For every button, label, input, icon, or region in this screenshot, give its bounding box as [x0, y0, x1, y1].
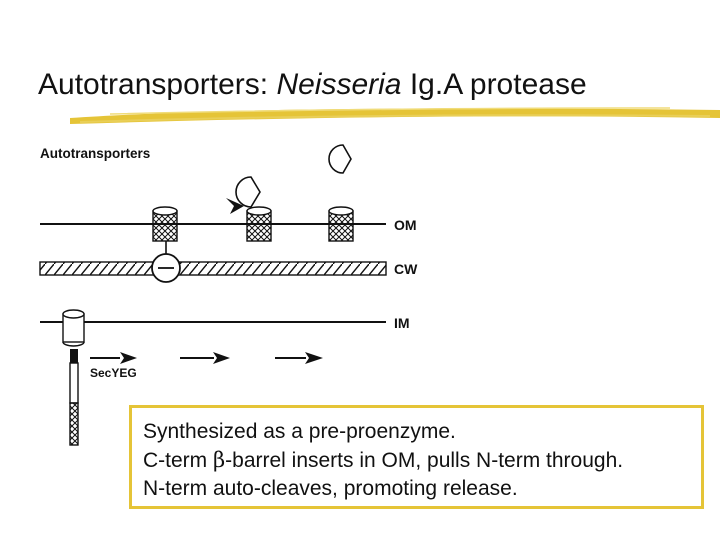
passenger-domain-attached	[235, 176, 261, 208]
cw-label: CW	[394, 261, 418, 277]
title-suffix: Ig.A protease	[401, 68, 587, 101]
title-prefix: Autotransporters:	[38, 68, 277, 101]
callout-line-1: Synthesized as a pre-proenzyme.	[143, 420, 456, 443]
beta-symbol: β	[213, 448, 226, 472]
page-title: Autotransporters: Neisseria Ig.A proteas…	[38, 68, 587, 102]
process-arrow-1	[90, 352, 137, 364]
passenger-domain-released	[328, 144, 352, 174]
title-underline-brush	[70, 107, 720, 124]
beta-barrel-2	[246, 206, 272, 242]
secyeg-label: SecYEG	[90, 366, 137, 380]
periplasmic-intermediate	[151, 241, 181, 283]
beta-barrel-3	[328, 206, 354, 242]
callout-line-2-start: C-term	[143, 449, 213, 472]
process-arrow-3	[275, 352, 323, 364]
callout-line-2: C-term β-barrel inserts in OM, pulls N-t…	[143, 446, 701, 475]
callout-line-2-end: -barrel inserts in OM, pulls N-term thro…	[225, 449, 624, 472]
diagram-heading: Autotransporters	[40, 146, 150, 161]
autotransporter-diagram: Autotransporters OM CW IM	[39, 144, 418, 446]
cell-wall-band	[39, 261, 387, 276]
summary-callout: Synthesized as a pre-proenzyme. C-term β…	[129, 405, 704, 509]
callout-line-3: N-term auto-cleaves, promoting release.	[143, 477, 518, 500]
im-label: IM	[394, 315, 410, 331]
process-arrow-2	[180, 352, 230, 364]
secyeg-channel	[62, 309, 85, 347]
om-label: OM	[394, 217, 417, 233]
beta-barrel-1	[152, 206, 178, 242]
pre-proenzyme-bar	[69, 349, 79, 446]
title-organism: Neisseria	[276, 68, 402, 101]
insertion-arrowhead	[226, 198, 244, 214]
